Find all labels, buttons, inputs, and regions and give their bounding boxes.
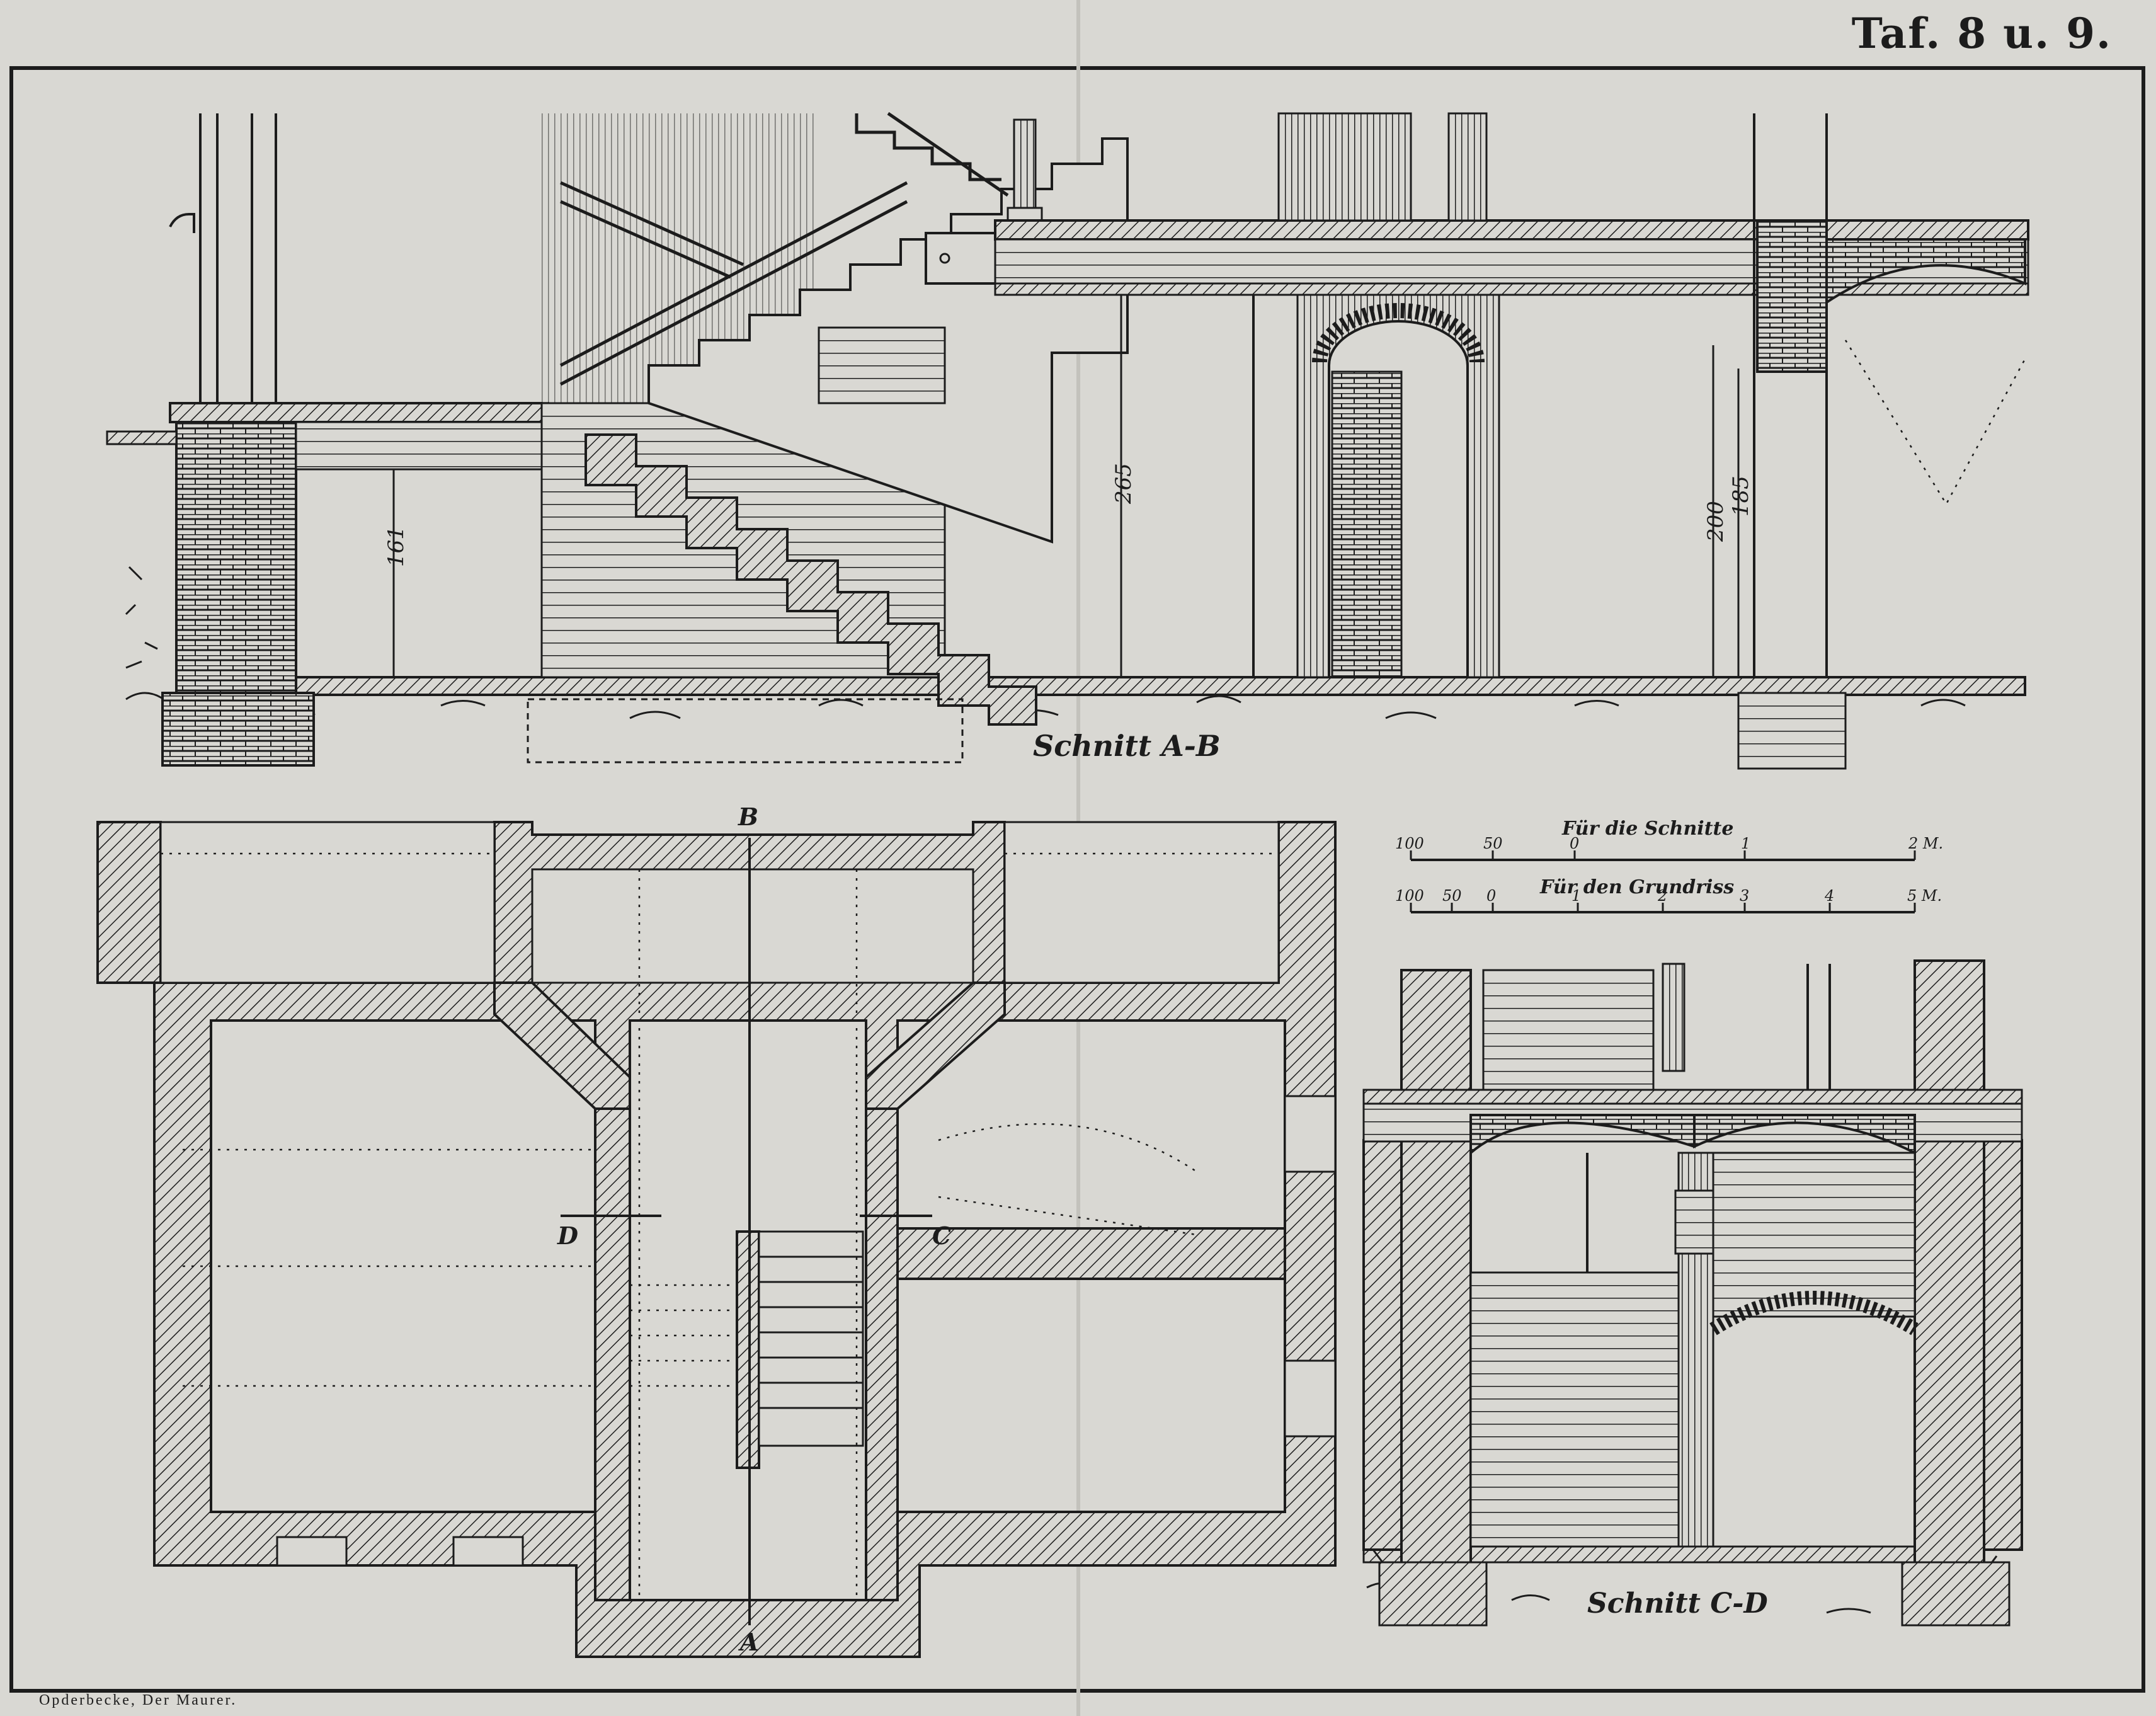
scale-sections-tick-0: 0 <box>1570 835 1579 852</box>
stair-landing <box>925 232 1003 285</box>
plan-dotted-treads <box>161 852 1279 1600</box>
upper-slab-left <box>169 402 549 423</box>
left-foundation <box>161 692 315 767</box>
right-foundation <box>1737 692 1847 770</box>
dim-265: 265 <box>1111 463 1136 505</box>
right-pier <box>1756 219 1828 373</box>
plan-stair-treads <box>758 1230 864 1447</box>
left-basement-wall <box>175 402 297 694</box>
plan-marker-c: C <box>932 1221 951 1250</box>
cd-vault-left <box>1469 1114 1696 1156</box>
upper-slab-right <box>994 219 2029 241</box>
section-cd: Schnitt C-D <box>1362 959 2023 1627</box>
upper-beam-left <box>295 421 549 471</box>
scale-plan-tick-50: 50 <box>1442 887 1462 905</box>
scale-plan-label: Für den Grundriss <box>1539 876 1734 898</box>
chimney-right <box>1447 112 1488 222</box>
basement-stair-steps <box>585 433 1037 726</box>
scale-sections-tick-50: 50 <box>1483 835 1503 852</box>
scale-sections-tick-2m: 2 M. <box>1908 835 1943 852</box>
scale-plan-tick-4: 4 <box>1824 887 1834 905</box>
scale-plan-tick-5m: 5 M. <box>1907 887 1942 905</box>
scale-plan-tick-1: 1 <box>1571 887 1581 905</box>
dim-185: 185 <box>1728 476 1754 517</box>
scale-plan-tick-100: 100 <box>1395 887 1424 905</box>
scale-sections-tick-1: 1 <box>1741 835 1750 852</box>
right-vault <box>1825 238 2026 305</box>
plan-marker-d: D <box>557 1221 578 1250</box>
ground-surface-left <box>106 430 178 445</box>
plate-footer: Opderbecke, Der Maurer. <box>39 1692 237 1708</box>
scale-plan-tick-0: 0 <box>1486 887 1496 905</box>
section-ab-label: Schnitt A-B <box>1033 729 1221 763</box>
section-cut-lines <box>561 838 932 1625</box>
newel-post <box>1013 118 1037 209</box>
dim-161: 161 <box>384 526 409 567</box>
ground-plan: A B C D <box>96 803 1337 1658</box>
scale-bar-sections: Für die Schnitte 100 50 0 1 2 M. <box>1395 818 1943 861</box>
section-ab: 161 265 200 185 Schnitt A-B <box>106 112 2029 770</box>
plan-marker-a: A <box>738 1628 758 1656</box>
plan-marker-b: B <box>738 803 758 831</box>
scale-bar-plan: Für den Grundriss 100 50 0 1 2 3 4 5 M. <box>1395 876 1942 913</box>
scale-plan-tick-3: 3 <box>1740 887 1749 905</box>
section-cd-label: Schnitt C-D <box>1587 1587 1768 1620</box>
scale-plan-tick-2: 2 <box>1657 887 1667 905</box>
plate-title: Taf. 8 u. 9. <box>1851 9 2112 58</box>
scale-sections-label: Für die Schnitte <box>1561 818 1734 840</box>
chimney-left <box>1277 112 1412 222</box>
cd-right-pier <box>1914 959 1985 1620</box>
cd-vault-right <box>1693 1114 1916 1155</box>
dim-200: 200 <box>1703 501 1728 542</box>
scale-sections-tick-100: 100 <box>1395 835 1424 852</box>
cd-left-pier <box>1400 969 1472 1620</box>
